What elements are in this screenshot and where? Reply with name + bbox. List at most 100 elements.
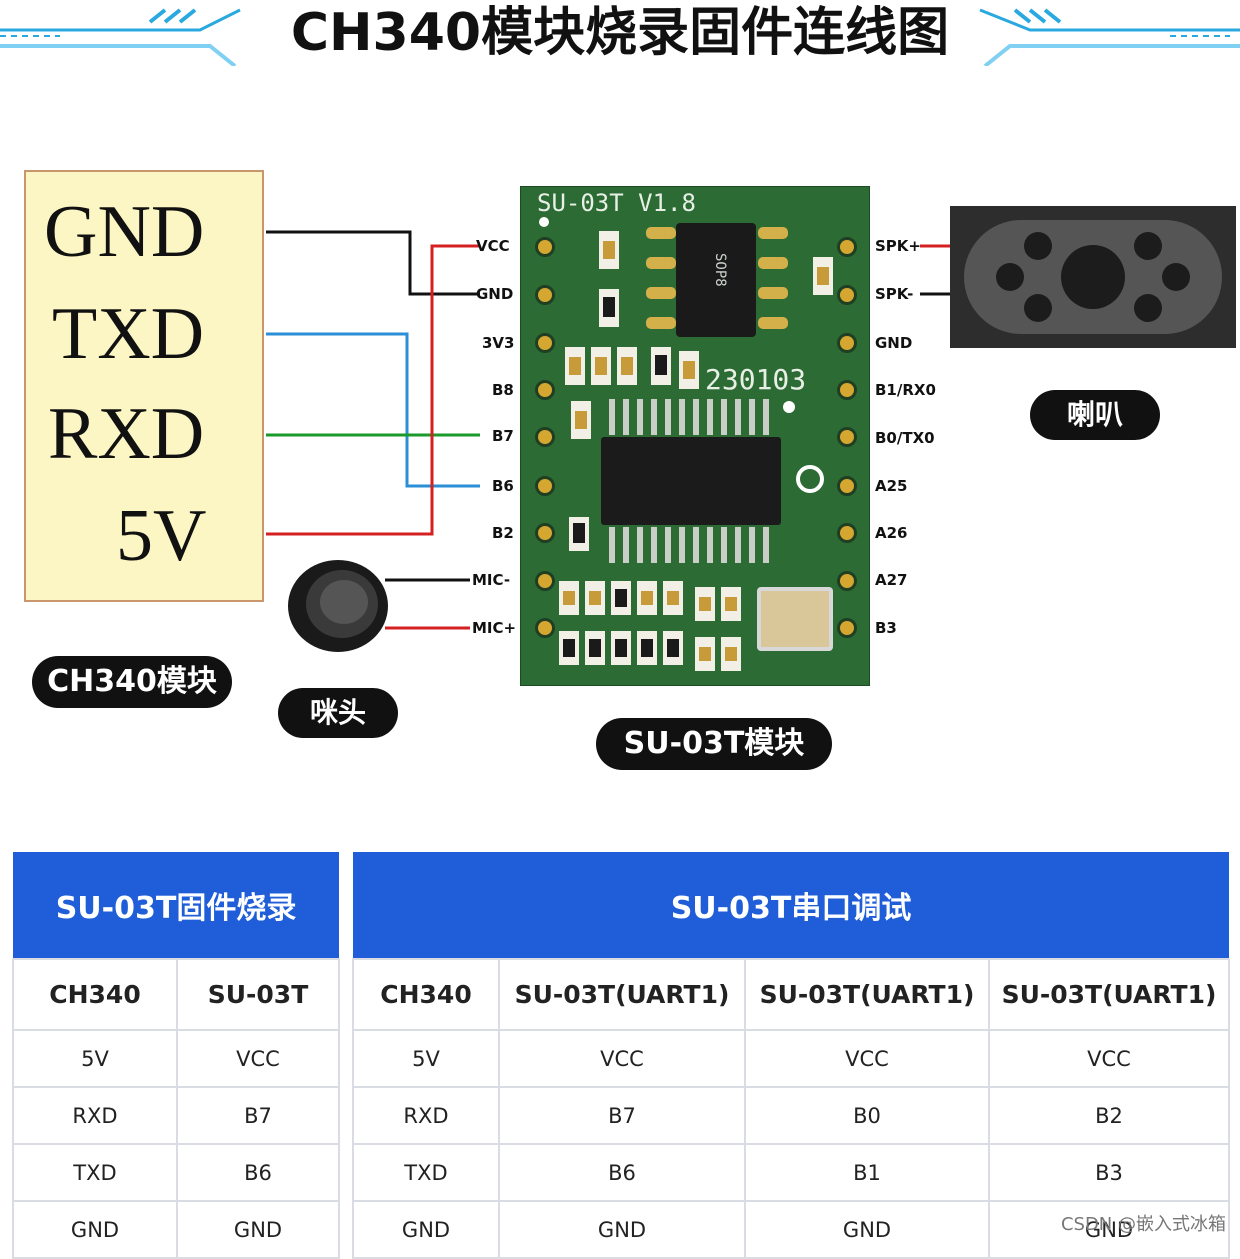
table-cell: TXD <box>352 1143 500 1202</box>
debug-col-ch340: CH340 <box>352 958 500 1031</box>
pin-label-mic-minus: MIC- <box>472 571 511 589</box>
ch340-module-label: CH340模块 <box>32 656 232 708</box>
su03t-module-label: SU-03T模块 <box>596 718 832 770</box>
microphone-icon <box>288 560 388 652</box>
table-cell: B2 <box>987 1086 1231 1145</box>
crystal-oscillator <box>757 587 833 651</box>
pin-label-gnd: GND <box>476 285 514 303</box>
pad-left-3 <box>535 333 555 353</box>
pad-right-1 <box>837 237 857 257</box>
speaker-label: 喇叭 <box>1030 390 1160 440</box>
ch340-pin-txd: TXD <box>52 293 205 375</box>
table-cell: VCC <box>744 1029 990 1088</box>
pin-label-a27: A27 <box>875 571 908 589</box>
pad-right-8 <box>837 571 857 591</box>
speaker-icon <box>950 206 1236 348</box>
pin-label-b8: B8 <box>492 381 514 399</box>
page-title: CH340模块烧录固件连线图 <box>290 3 950 63</box>
pin-label-spk-plus: SPK+ <box>875 237 921 255</box>
ch340-pin-rxd: RXD <box>48 393 205 475</box>
wiring <box>266 230 950 630</box>
uart-debug-table: SU-03T串口调试 CH340 SU-03T(UART1) SU-03T(UA… <box>352 852 1231 1259</box>
pad-left-5 <box>535 427 555 447</box>
pad-right-2 <box>837 285 857 305</box>
mic-label: 咪头 <box>278 688 398 738</box>
pin-label-b1-rx0: B1/RX0 <box>875 381 936 399</box>
pin-label-b6: B6 <box>492 477 514 495</box>
pad-left-4 <box>535 380 555 400</box>
flash-col-ch340: CH340 <box>12 958 178 1031</box>
pin-label-3v3: 3V3 <box>482 334 515 352</box>
ch340-module: GND TXD RXD 5V <box>24 170 264 602</box>
table-row: GND GND <box>12 1200 341 1259</box>
pad-right-7 <box>837 523 857 543</box>
watermark: CSDN @嵌入式冰箱 <box>1060 1214 1226 1235</box>
pin-label-b7: B7 <box>492 427 514 445</box>
pin-label-right-gnd: GND <box>875 334 913 352</box>
wire-txd <box>266 332 480 488</box>
ch340-pin-gnd: GND <box>44 191 205 273</box>
pin-label-mic-plus: MIC+ <box>472 619 517 637</box>
table-cell: RXD <box>12 1086 178 1145</box>
main-ic-pins <box>609 399 769 563</box>
table-cell: 5V <box>12 1029 178 1088</box>
main-ic-chip <box>601 437 781 525</box>
pin-label-b3: B3 <box>875 619 897 637</box>
table-cell: 5V <box>352 1029 500 1088</box>
table-cell: RXD <box>352 1086 500 1145</box>
table-cell: B6 <box>498 1143 746 1202</box>
pad-right-3 <box>837 333 857 353</box>
debug-table-header: SU-03T串口调试 <box>353 852 1230 959</box>
table-cell: GND <box>175 1200 341 1259</box>
table-cell: VCC <box>498 1029 746 1088</box>
debug-col-uart-3: SU-03T(UART1) <box>987 958 1231 1031</box>
su03t-board: SU-03T V1.8 SOP8 230103 <box>520 186 870 686</box>
board-mount-hole <box>539 217 549 227</box>
debug-col-uart-2: SU-03T(UART1) <box>744 958 990 1031</box>
ch340-pin-5v: 5V <box>116 495 207 577</box>
wire-5v <box>266 244 480 536</box>
table-cell: B7 <box>498 1086 746 1145</box>
pad-left-8 <box>535 571 555 591</box>
pad-left-7 <box>535 523 555 543</box>
pin-label-a26: A26 <box>875 524 908 542</box>
table-cell: GND <box>12 1200 178 1259</box>
pin-label-b2: B2 <box>492 524 514 542</box>
title-decoration-left <box>0 8 241 66</box>
table-cell: B0 <box>744 1086 990 1145</box>
table-cell: B1 <box>744 1143 990 1202</box>
pin-label-spk-minus: SPK- <box>875 285 914 303</box>
table-cell: VCC <box>987 1029 1231 1088</box>
table-cell: GND <box>744 1200 990 1259</box>
table-row: RXD B7 B0 B2 <box>352 1086 1231 1145</box>
flash-wiring-table: SU-03T固件烧录 CH340 SU-03T 5V VCC RXD B7 TX… <box>12 852 341 1259</box>
title-decoration-right <box>979 8 1240 66</box>
board-name: SU-03T V1.8 <box>537 189 696 217</box>
pad-left-9 <box>535 618 555 638</box>
table-cell: TXD <box>12 1143 178 1202</box>
sop8-chip: SOP8 <box>676 223 756 337</box>
pad-right-9 <box>837 618 857 638</box>
pin-label-vcc: VCC <box>476 237 510 255</box>
sop8-pins <box>646 227 788 329</box>
pad-left-1 <box>535 237 555 257</box>
table-cell: B7 <box>175 1086 341 1145</box>
table-row: 5V VCC <box>12 1029 341 1088</box>
table-cell: GND <box>352 1200 500 1259</box>
table-row: 5V VCC VCC VCC <box>352 1029 1231 1088</box>
table-cell: VCC <box>175 1029 341 1088</box>
table-cell: GND <box>498 1200 746 1259</box>
pin-label-a25: A25 <box>875 477 908 495</box>
flash-table-header: SU-03T固件烧录 <box>13 852 340 959</box>
pad-right-5 <box>837 427 857 447</box>
pad-right-4 <box>837 380 857 400</box>
pad-left-2 <box>535 285 555 305</box>
pad-right-6 <box>837 476 857 496</box>
smd-components <box>559 231 833 671</box>
table-cell: B3 <box>987 1143 1231 1202</box>
wire-gnd <box>266 230 480 296</box>
table-row: TXD B6 B1 B3 <box>352 1143 1231 1202</box>
table-row: TXD B6 <box>12 1143 341 1202</box>
flash-col-su03t: SU-03T <box>175 958 341 1031</box>
debug-col-uart-1: SU-03T(UART1) <box>498 958 746 1031</box>
